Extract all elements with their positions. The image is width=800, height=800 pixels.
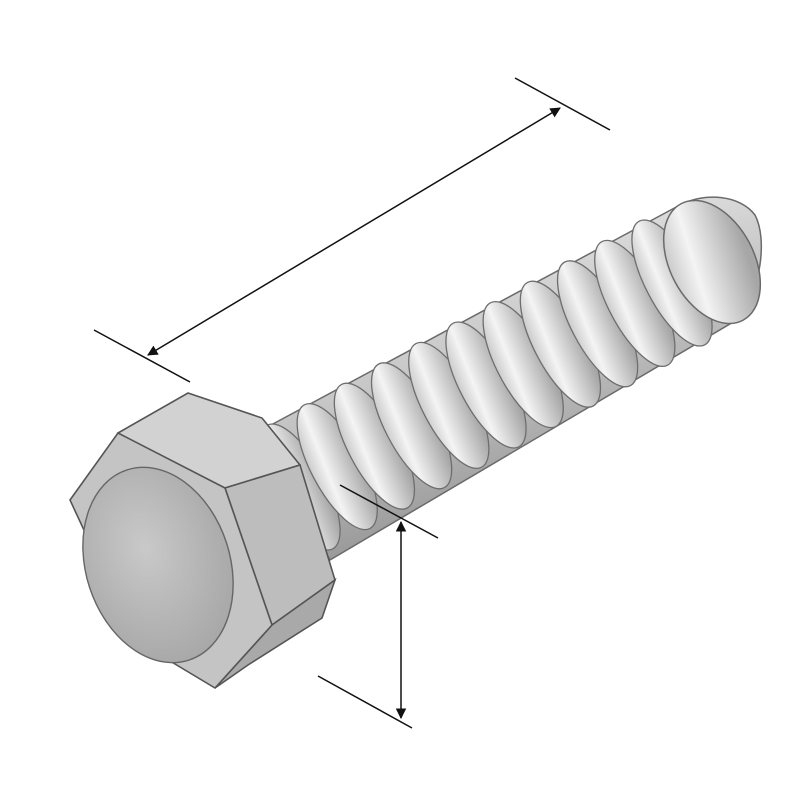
bolt-threads [259,219,713,551]
bolt-hex-head [69,392,337,690]
dimension-diameter [317,484,439,729]
dimension-length [93,77,611,383]
bolt-tip [662,199,762,325]
length-arrow [147,107,561,356]
extension-line-bottom [317,675,413,729]
extension-line-top [339,484,439,539]
extension-line-tip [514,77,611,131]
extension-line-head [93,329,191,383]
